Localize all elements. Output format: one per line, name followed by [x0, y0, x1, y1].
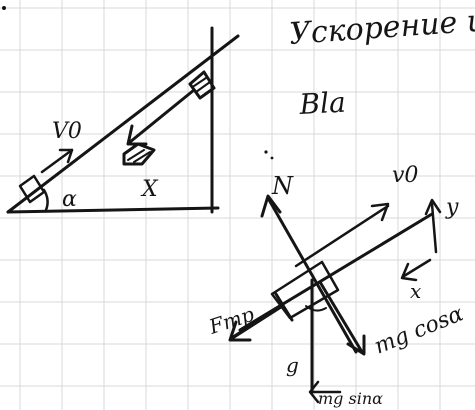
axis-y	[430, 202, 438, 254]
block-edge	[274, 292, 294, 322]
mg-cos-arrow	[318, 280, 364, 354]
mg-cos-arrow-head	[346, 334, 366, 356]
mg-sin-arrow-head	[308, 380, 320, 404]
angle-arc	[42, 188, 49, 212]
incline-base	[6, 206, 220, 214]
normal-force-arrow	[266, 196, 358, 354]
velocity-arrow-head	[370, 202, 390, 222]
incline-slope	[6, 34, 240, 214]
ink-dots	[2, 6, 274, 160]
force-diagram-right: N v0 y x Fтр mg cosα g mg sinα	[205, 163, 467, 408]
displacement-arrow	[128, 88, 196, 144]
velocity-arrow	[294, 204, 390, 268]
axis-y-head	[424, 198, 442, 216]
incline-diagram-left: V0 α X	[6, 26, 240, 214]
velocity-arrow	[40, 148, 74, 174]
axis-x	[402, 258, 432, 278]
axis-x-label: x	[410, 279, 421, 303]
friction-arrow	[230, 304, 284, 340]
g-label: g	[286, 353, 299, 377]
subheading-text: Bla	[298, 86, 347, 121]
v0-label: V0	[52, 119, 82, 144]
normal-force-arrow-head	[260, 194, 282, 218]
mg-sin-label: mg sinα	[318, 389, 383, 408]
alpha-label: α	[62, 187, 77, 212]
x-label: X	[140, 177, 159, 202]
mg-cos-label: mg cosα	[371, 301, 467, 359]
force-angle-arc	[305, 305, 327, 312]
normal-label: N	[271, 172, 294, 200]
axis-y-label: y	[445, 195, 459, 220]
heading-text: Ускорение и	[288, 3, 475, 52]
axis-x-head	[400, 262, 418, 282]
velocity-arrow-head	[58, 148, 74, 164]
friction-arrow-head	[228, 320, 252, 342]
block	[270, 260, 340, 320]
v0-label-right: v0	[392, 163, 418, 188]
block-middle	[122, 142, 156, 166]
block-top	[188, 70, 216, 100]
